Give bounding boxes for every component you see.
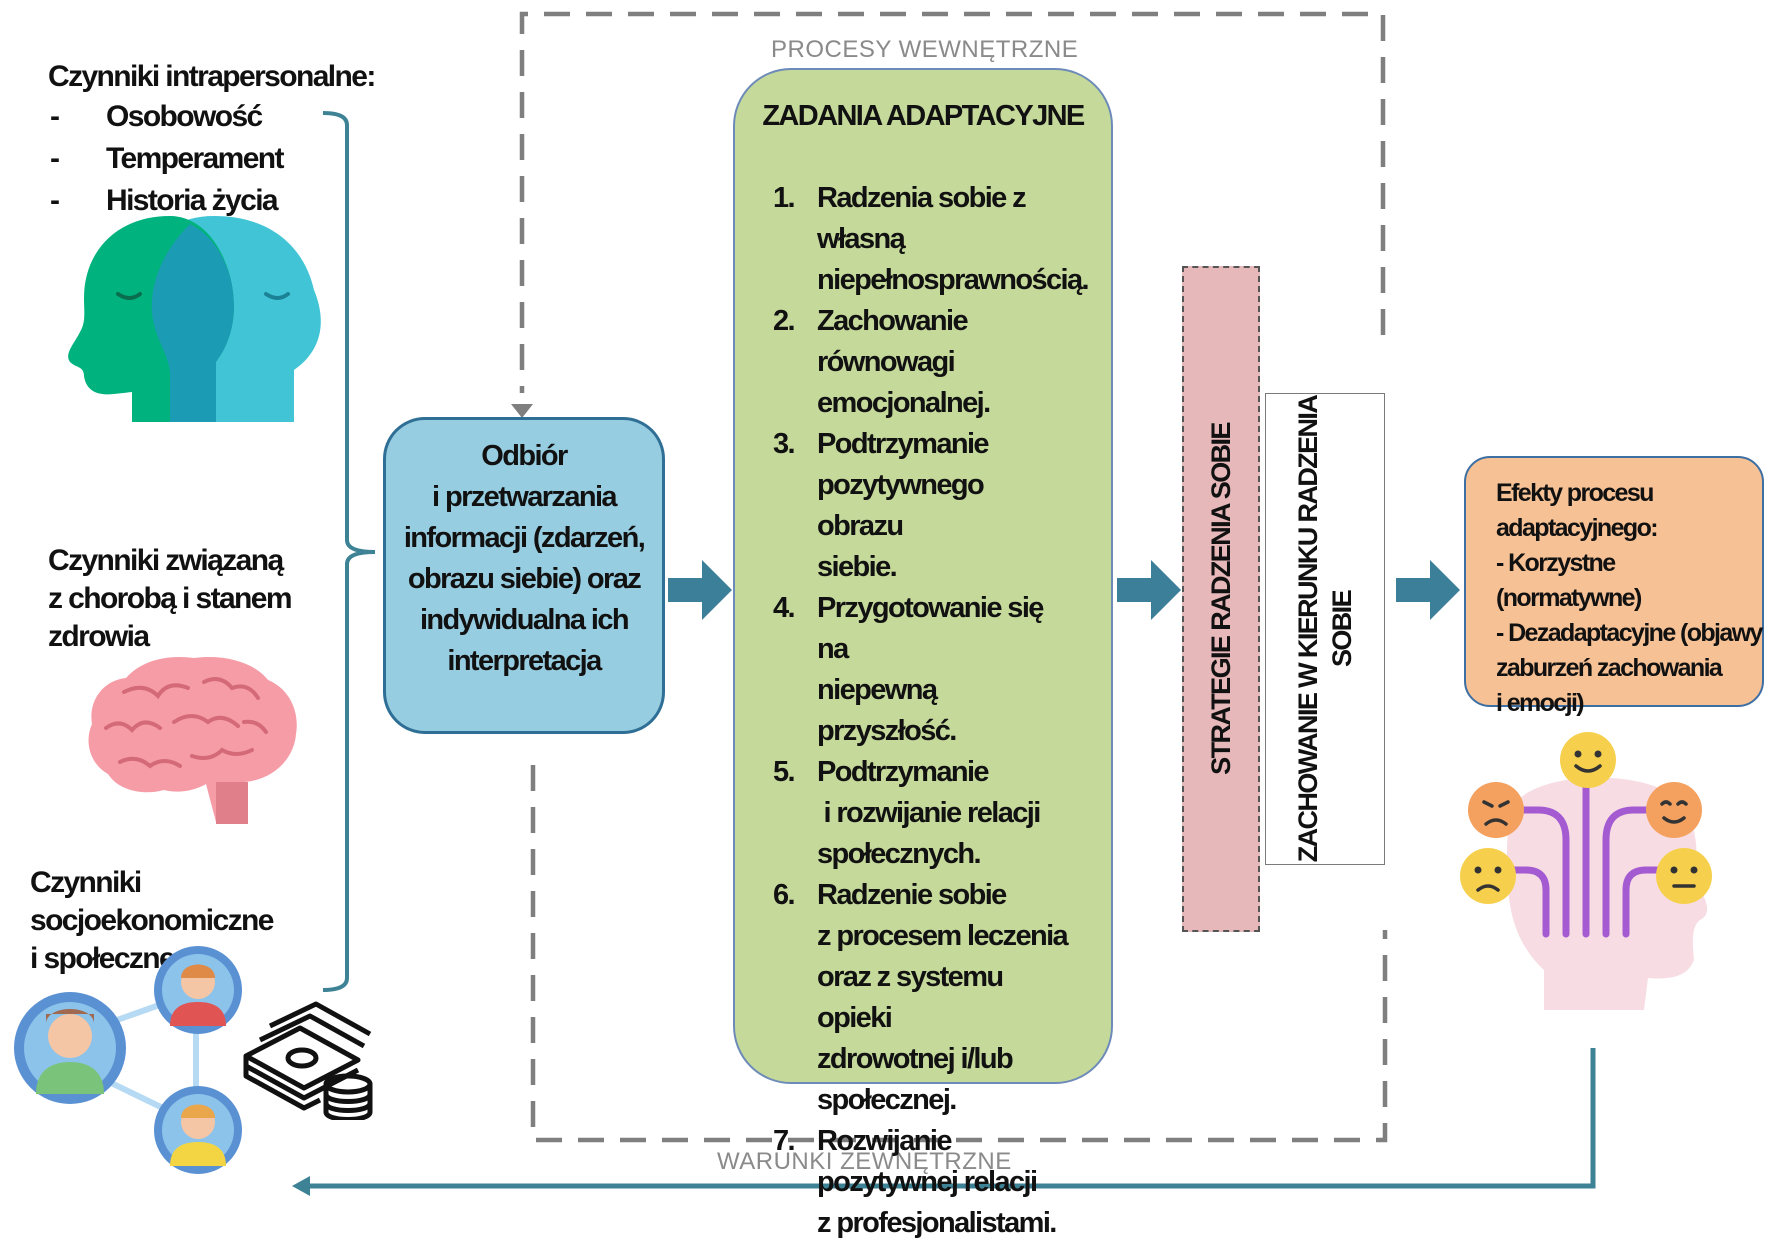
list-item: -Historia życia [50, 184, 279, 217]
perception-line: informacji (zdarzeń, [403, 522, 646, 554]
health-factors-line: Czynniki związaną [48, 544, 284, 577]
health-factors-line: z chorobą i stanem [48, 582, 293, 615]
intrapersonal-factors-list: -Osobowość -Temperament -Historia życia [50, 96, 285, 222]
health-factors-title: Czynniki związaną z chorobą i stanem zdr… [48, 542, 293, 656]
effects-line: zaburzeń zachowania [1496, 654, 1723, 682]
perception-line: indywidualna ich [419, 604, 630, 636]
effects-line: Efekty procesu [1496, 479, 1654, 507]
arrow-right-icon [1396, 560, 1460, 620]
external-conditions-label: WARUNKI ZEWNĘTRZNE [717, 1148, 1012, 1175]
adaptive-tasks-title: ZADANIA ADAPTACYJNE [762, 100, 1085, 132]
arrow-right-icon [668, 560, 732, 620]
internal-processes-label: PROCESY WEWNĘTRZNE [771, 36, 1079, 63]
effects-line: - Dezadaptacyjne (objawy [1496, 619, 1763, 647]
coping-behavior-text: ZACHOWANIE W KIERUNKU RADZENIA SOBIE [1293, 395, 1357, 863]
socioeconomic-factors-line: Czynniki [30, 866, 142, 899]
health-factors-line: zdrowia [48, 620, 150, 653]
adaptation-effects-box: Efekty procesu adaptacyjnego: - Korzystn… [1464, 456, 1764, 717]
emotions-head-icon [1460, 732, 1712, 1010]
perception-line: obrazu siebie) oraz [407, 563, 642, 595]
coping-behavior-strip: ZACHOWANIE W KIERUNKU RADZENIA SOBIE [1265, 393, 1385, 865]
effects-line: i emocji) [1496, 689, 1585, 717]
intrapersonal-factors-title: Czynniki intrapersonalne: [48, 60, 376, 93]
socioeconomic-factors-title: Czynniki socjoekonomiczne i społeczne [30, 864, 274, 978]
brain-icon [88, 656, 297, 824]
coping-strategies-text: STRATEGIE RADZENIA SOBIE [1206, 423, 1236, 775]
coping-strategies-strip: STRATEGIE RADZENIA SOBIE [1182, 266, 1260, 932]
effects-line: adaptacyjnego: [1496, 514, 1659, 542]
people-network-icon [14, 946, 242, 1174]
process-frame [292, 11, 1596, 1196]
arrow-right-icon [1117, 560, 1181, 620]
perception-line: Odbiór [481, 440, 568, 472]
socioeconomic-factors-line: socjoekonomiczne [30, 904, 274, 937]
perception-box: Odbiór i przetwarzania informacji (zdarz… [383, 417, 665, 734]
list-item: -Osobowość [50, 100, 263, 133]
perception-line: interpretacja [447, 645, 602, 677]
socioeconomic-factors-line: i społeczne [30, 942, 176, 975]
two-faces-icon [68, 216, 321, 422]
perception-line: i przetwarzania [432, 481, 618, 513]
effects-line: - Korzystne (normatywne) [1496, 549, 1642, 612]
list-item: -Temperament [50, 142, 285, 175]
money-stack-icon [243, 1001, 373, 1120]
